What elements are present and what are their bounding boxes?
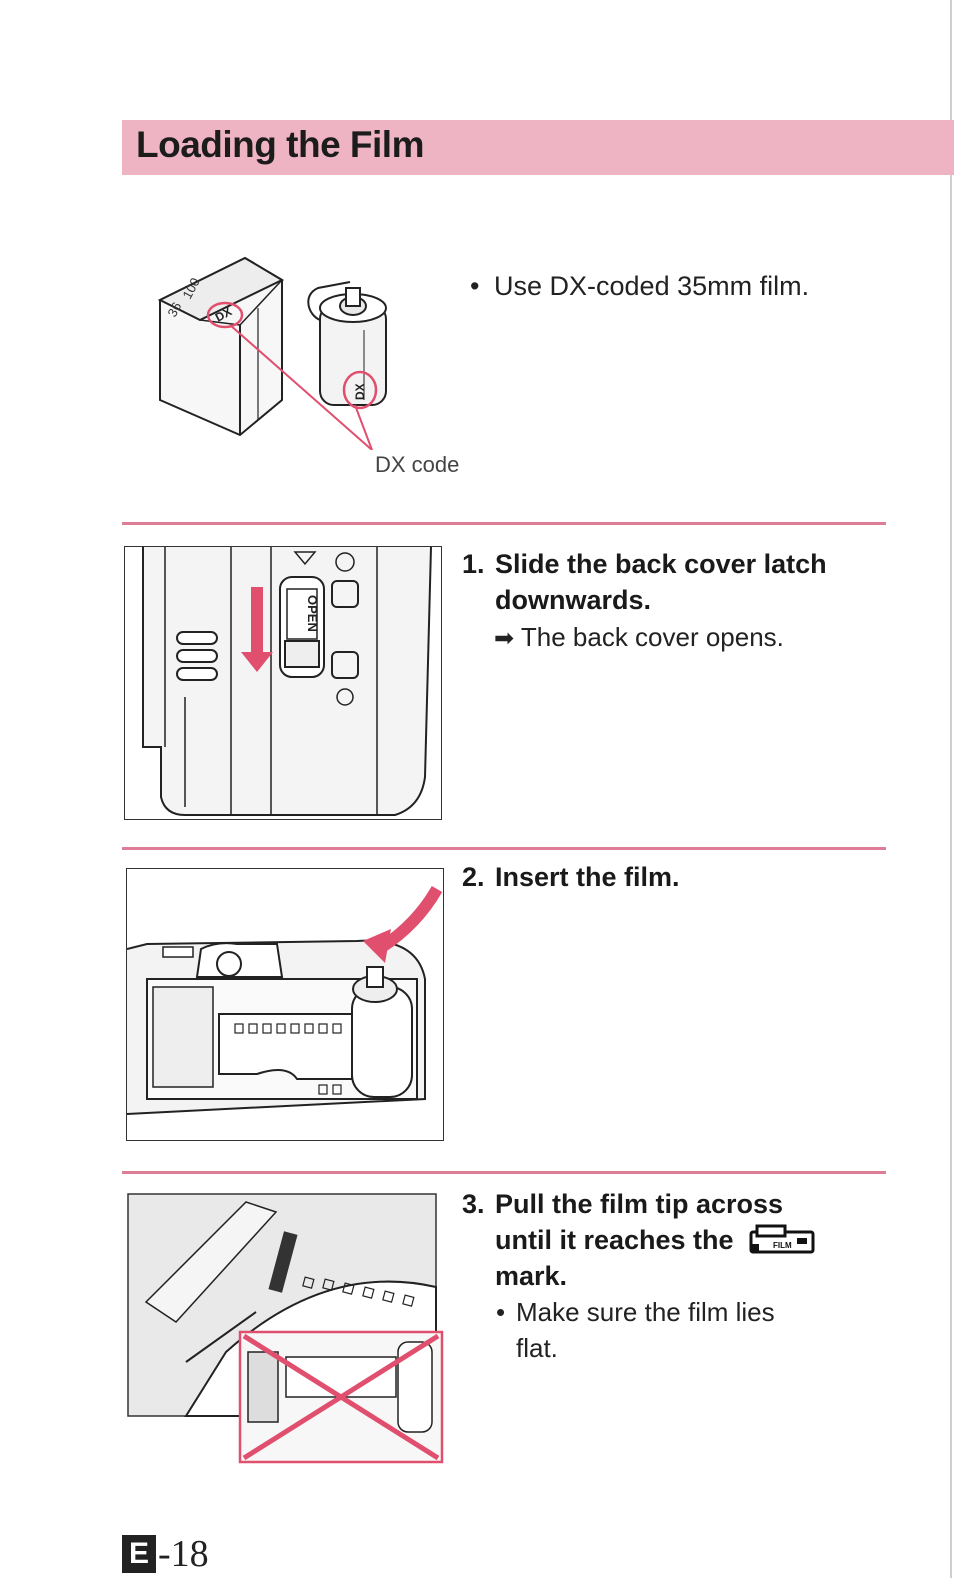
step-3-instruction: 3. Pull the film tip across until it rea… [462,1186,892,1294]
step-1-instruction: 1. Slide the back cover latch downwards. [462,546,892,618]
step-3-number: 3. [462,1189,485,1219]
page-number: -18 [158,1533,209,1575]
intro-bullet: • Use DX-coded 35mm film. [470,268,809,304]
step1-figure: OPEN [124,546,442,820]
section-divider-3 [122,1171,886,1174]
box-dx-mark: DX [213,304,234,324]
svg-text:36: 36 [164,300,184,320]
step-3-note-line2: flat. [516,1333,558,1363]
bullet-dot-icon: • [496,1297,506,1327]
down-arrow-icon [241,652,273,672]
step-3-line1: Pull the film tip across [495,1189,784,1219]
step3-figure [126,1192,446,1466]
step-2-number: 2. [462,862,485,892]
step-1-result: ➡ The back cover opens. [494,619,784,657]
step-1-line1: Slide the back cover latch [495,549,827,579]
section-divider-2 [122,847,886,850]
step2-figure [126,868,444,1141]
step-2-instruction: 2. Insert the film. [462,859,892,895]
svg-text:DX: DX [353,383,367,400]
step-3-line2: until it reaches the [495,1225,734,1255]
step-3-note: • Make sure the film lies flat. [496,1294,856,1366]
step-2-line1: Insert the film. [495,862,680,892]
page-title: Loading the Film [136,124,424,165]
language-badge: E [122,1535,156,1573]
arrow-right-icon: ➡ [494,625,515,652]
film-mark-label: FILM [773,1241,792,1250]
page-edge [950,0,952,1578]
step-1-result-text: The back cover opens. [520,622,784,652]
step-1-number: 1. [462,549,485,579]
title-bar [122,120,954,175]
step-1-line2: downwards. [495,585,652,615]
film-mark-icon: FILM [749,1224,815,1254]
insert-arrow-icon [363,929,391,963]
intro-bullet-text: Use DX-coded 35mm film. [494,271,810,301]
section-divider-1 [122,522,886,525]
step-3-line3: mark. [495,1261,568,1291]
dx-film-illustration: 100 36 DX DX [157,256,387,450]
step-3-note-line1: Make sure the film lies [516,1297,775,1327]
open-latch-label: OPEN [305,595,320,632]
dx-code-label: DX code [375,452,460,477]
bullet-dot-icon: • [470,271,480,301]
